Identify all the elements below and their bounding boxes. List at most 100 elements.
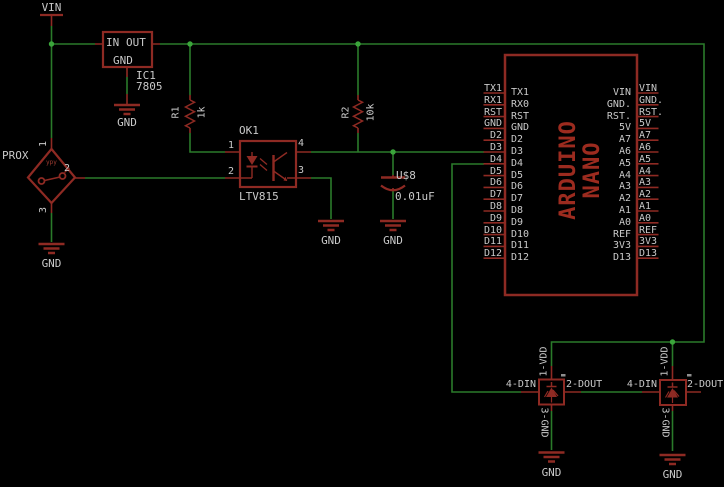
pin-label: GND — [511, 122, 530, 134]
pin-label: VIN — [639, 83, 658, 95]
arduino-box — [503, 53, 639, 297]
pin-label: D7 — [489, 189, 502, 201]
pin-label: A7 — [618, 134, 631, 146]
pin-label: TX1 — [483, 83, 502, 95]
r1-value: 1k — [196, 106, 208, 119]
vin-label: VIN — [41, 1, 62, 14]
gnd-label-opto: GND — [321, 234, 341, 247]
gnd-label-regulator: GND — [117, 116, 137, 129]
component-boxes — [26, 30, 687, 406]
led1-icon — [543, 382, 559, 403]
led2-vdd-label: 1-VDD — [659, 345, 671, 377]
pin-label: D9 — [489, 212, 502, 224]
prox-pin3-number: 3 — [38, 206, 50, 214]
r2-value: 10k — [365, 103, 377, 122]
pin-label: 3V3 — [639, 236, 658, 248]
pin-label: RX1 — [483, 94, 502, 106]
pin-label: D11 — [511, 240, 530, 252]
regulator-value: 7805 — [136, 80, 163, 93]
led2-dout-label: 2-DOUT — [687, 379, 724, 390]
pin-label: A1 — [639, 201, 652, 213]
regulator-pin-in-label: IN — [106, 36, 120, 49]
pin-label: D10 — [511, 228, 530, 240]
pin-label: D3 — [511, 146, 524, 158]
pin-label: A3 — [618, 181, 631, 193]
pin-label: A0 — [618, 216, 631, 228]
pin-label: A4 — [639, 165, 652, 177]
pin-label: REF — [612, 228, 631, 240]
pin-label: A0 — [639, 212, 652, 224]
arduino-right-inside-pins: VIN GND. RST. 5V A7 A6 A5 A4 A3 A2 A1 A0… — [586, 87, 631, 264]
pin-label: A2 — [618, 193, 631, 205]
capacitor-value: 0.01uF — [395, 190, 435, 203]
opto-pin4-number: 4 — [298, 138, 305, 149]
optocoupler-icon — [240, 151, 296, 182]
pin-label: D4 — [511, 157, 524, 169]
tick-marks — [561, 374, 692, 377]
capacitor-symbol — [380, 176, 406, 192]
pin-label: D5 — [489, 165, 502, 177]
led2-din-label: 4-DIN — [626, 379, 657, 390]
pin-label: D3 — [489, 142, 502, 154]
regulator-pin-gnd-label: GND — [113, 54, 133, 67]
pin-label: A6 — [618, 146, 631, 158]
pin-label: D11 — [483, 236, 502, 248]
junction-dots — [48, 41, 676, 345]
opto-name: OK1 — [239, 124, 259, 137]
gnd-label-prox: GND — [41, 257, 62, 270]
led1-vdd-label: 1-VDD — [538, 345, 550, 377]
led2-gnd-pin-label: 3-GND — [659, 406, 671, 438]
pin-label: D9 — [511, 216, 524, 228]
pin-label: GND. — [639, 94, 664, 106]
pin-label: A6 — [639, 142, 652, 154]
pin-label: D13 — [612, 252, 631, 264]
arduino-title-line1: ARDUINO — [556, 120, 581, 220]
pin-label: RST — [483, 106, 502, 118]
pin-label: GND — [483, 118, 502, 130]
opto-pin3-number: 3 — [298, 165, 305, 176]
capacitor-name: U$8 — [396, 169, 416, 182]
pin-label: A5 — [618, 157, 631, 169]
gnd-label-capacitor: GND — [383, 234, 403, 247]
arduino-left-inside-pins: TX1 RX0 RST GND D2 D3 D4 D5 D6 D7 D8 D9 … — [511, 87, 556, 264]
opto-pin2-number: 2 — [228, 166, 235, 177]
opto-pin1-number: 1 — [228, 140, 235, 151]
pin-label: A4 — [618, 169, 631, 181]
resistor-symbols — [183, 99, 365, 129]
pin-label: D2 — [489, 130, 502, 142]
pin-label: D8 — [489, 201, 502, 213]
pin-label: D5 — [511, 169, 524, 181]
pin-label: D10 — [483, 224, 502, 236]
prox-switch-icon — [37, 167, 70, 185]
opto-box — [238, 139, 298, 189]
led1-din-label: 4-DIN — [505, 379, 536, 390]
pin-label: RST. — [639, 106, 664, 118]
pin-label: A5 — [639, 153, 652, 165]
gnd-label-led1: GND — [541, 465, 562, 479]
prox-pin2-number: 2 — [64, 163, 71, 174]
led2-box — [659, 379, 687, 406]
pin-label: GND. — [606, 98, 631, 110]
r2-zigzag — [351, 99, 365, 129]
regulator-pin-out-label: OUT — [126, 36, 146, 49]
led1-box — [538, 378, 565, 406]
led1-dout-label: 2-DOUT — [566, 379, 603, 390]
arduino-left-outside-pins: TX1 RX1 RST GND D2 D3 D4 D5 D6 D7 D8 D9 … — [455, 83, 502, 260]
prox-diamond — [26, 147, 77, 205]
pin-label: 3V3 — [612, 240, 631, 252]
pin-label: A3 — [639, 177, 652, 189]
regulator-name: IC1 — [136, 69, 156, 82]
pin-label: D12 — [483, 248, 502, 260]
gnd-label-led2: GND — [662, 468, 683, 481]
pin-label: TX1 — [511, 87, 530, 99]
r2-name: R2 — [340, 106, 352, 119]
r1-name: R1 — [170, 106, 182, 119]
pin-stubs — [50, 16, 701, 411]
pin-label: D6 — [489, 177, 502, 189]
pin-label: VIN — [612, 87, 631, 99]
regulator-box — [101, 30, 154, 69]
arduino-right-outside-pins: VIN GND. RST. 5V A7 A6 A5 A4 A3 A2 A1 A0… — [639, 83, 686, 260]
pin-label: RST. — [606, 110, 631, 122]
